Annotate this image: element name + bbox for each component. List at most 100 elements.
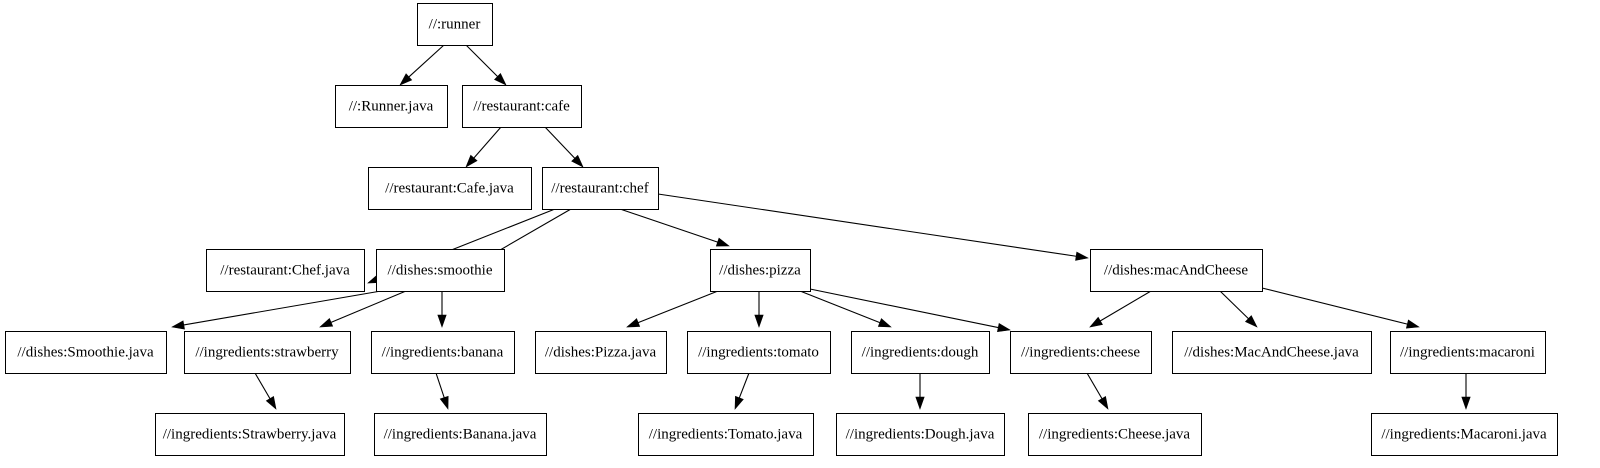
node-label: //:Runner.java <box>349 98 434 114</box>
node-label: //dishes:Pizza.java <box>545 344 657 360</box>
node-box[interactable] <box>371 331 515 374</box>
graph-edge <box>435 372 449 410</box>
graph-node[interactable]: //dishes:smoothie <box>376 249 505 292</box>
node-label: //ingredients:Macaroni.java <box>1381 426 1547 442</box>
graph-edge <box>734 372 750 410</box>
arrowhead-icon <box>1461 396 1471 410</box>
graph-edge <box>254 372 277 410</box>
arrowhead-icon <box>626 318 641 328</box>
graph-edge <box>1461 373 1471 410</box>
node-box[interactable] <box>851 331 990 374</box>
node-box[interactable] <box>542 167 659 210</box>
node-label: //ingredients:banana <box>382 344 504 360</box>
graph-node[interactable]: //dishes:Smoothie.java <box>5 331 167 374</box>
node-box[interactable] <box>1090 249 1263 292</box>
node-box[interactable] <box>462 85 582 128</box>
graph-node[interactable]: //ingredients:Tomato.java <box>638 413 814 456</box>
node-box[interactable] <box>417 3 493 46</box>
node-box[interactable] <box>155 413 345 456</box>
graph-node[interactable]: //ingredients:tomato <box>687 331 831 374</box>
node-label: //dishes:smoothie <box>388 262 493 278</box>
graph-node[interactable]: //:runner <box>417 3 493 46</box>
arrowhead-icon <box>465 154 478 168</box>
graph-node[interactable]: //restaurant:Chef.java <box>206 249 365 292</box>
graph-node[interactable]: //ingredients:strawberry <box>184 331 351 374</box>
arrowhead-icon <box>494 73 507 86</box>
node-box[interactable] <box>335 85 448 128</box>
node-label: //dishes:Smoothie.java <box>17 344 154 360</box>
node-box[interactable] <box>1172 331 1372 374</box>
node-label: //restaurant:cafe <box>473 98 570 114</box>
graph-edge <box>465 126 502 168</box>
arrowhead-icon <box>734 395 744 410</box>
node-box[interactable] <box>376 249 505 292</box>
edge-line <box>254 372 271 399</box>
edge-line <box>799 290 881 324</box>
node-box[interactable] <box>368 167 532 210</box>
node-box[interactable] <box>687 331 831 374</box>
node-label: //ingredients:dough <box>862 344 979 360</box>
arrowhead-icon <box>171 320 185 330</box>
graph-node[interactable]: //ingredients:Macaroni.java <box>1371 413 1558 456</box>
graph-edge <box>657 193 1089 261</box>
node-box[interactable] <box>535 331 667 374</box>
graph-edge <box>399 44 445 86</box>
graph-node[interactable]: //ingredients:dough <box>851 331 990 374</box>
node-label: //ingredients:Banana.java <box>384 426 537 442</box>
node-box[interactable] <box>710 249 811 292</box>
graph-node[interactable]: //ingredients:banana <box>371 331 515 374</box>
node-box[interactable] <box>1010 331 1152 374</box>
graph-node[interactable]: //ingredients:Dough.java <box>836 413 1005 456</box>
graph-node[interactable]: //dishes:pizza <box>710 249 811 292</box>
edge-line <box>1219 290 1249 320</box>
edge-line <box>657 193 1077 257</box>
node-box[interactable] <box>206 249 365 292</box>
arrowhead-icon <box>1089 316 1103 328</box>
edge-line <box>183 290 382 326</box>
graph-node[interactable]: //ingredients:cheese <box>1010 331 1152 374</box>
graph-node[interactable]: //restaurant:cafe <box>462 85 582 128</box>
graph-node[interactable]: //ingredients:Cheese.java <box>1028 413 1202 456</box>
edge-line <box>809 288 999 329</box>
graph-node[interactable]: //dishes:Pizza.java <box>535 331 667 374</box>
node-box[interactable] <box>1390 331 1546 374</box>
graph-node[interactable]: //ingredients:Banana.java <box>374 413 547 456</box>
graph-edge <box>1086 372 1109 410</box>
graph-edge <box>1219 290 1258 328</box>
graph-node[interactable]: //dishes:MacAndCheese.java <box>1172 331 1372 374</box>
node-box[interactable] <box>638 413 814 456</box>
edge-line <box>465 44 498 77</box>
graph-edge <box>754 291 764 328</box>
arrowhead-icon <box>1405 319 1420 329</box>
graph-node[interactable]: //ingredients:Strawberry.java <box>155 413 345 456</box>
node-box[interactable] <box>1371 413 1558 456</box>
graph-edge <box>809 288 1011 333</box>
graph-node[interactable]: //:Runner.java <box>335 85 448 128</box>
nodes-layer: //:runner //:Runner.java //restaurant:cafe… <box>5 3 1558 456</box>
edges-layer <box>171 44 1471 410</box>
node-box[interactable] <box>836 413 1005 456</box>
node-box[interactable] <box>374 413 547 456</box>
arrowhead-icon <box>877 318 892 328</box>
node-label: //ingredients:strawberry <box>195 344 339 360</box>
graph-node[interactable]: //ingredients:macaroni <box>1390 331 1546 374</box>
node-box[interactable] <box>5 331 167 374</box>
arrowhead-icon <box>1244 315 1258 328</box>
edge-line <box>544 126 576 159</box>
node-box[interactable] <box>1028 413 1202 456</box>
arrowhead-icon <box>997 323 1011 333</box>
graph-node[interactable]: //restaurant:Cafe.java <box>368 167 532 210</box>
graph-edge <box>544 126 584 168</box>
edge-line <box>738 372 750 399</box>
graph-edge <box>319 290 407 328</box>
graph-edge <box>915 373 925 410</box>
arrowhead-icon <box>1075 251 1089 261</box>
graph-node[interactable]: //dishes:macAndCheese <box>1090 249 1263 292</box>
edge-line <box>637 290 719 324</box>
node-label: //restaurant:Cafe.java <box>385 180 514 196</box>
graph-node[interactable]: //restaurant:chef <box>542 167 659 210</box>
arrowhead-icon <box>915 396 925 410</box>
node-box[interactable] <box>184 331 351 374</box>
